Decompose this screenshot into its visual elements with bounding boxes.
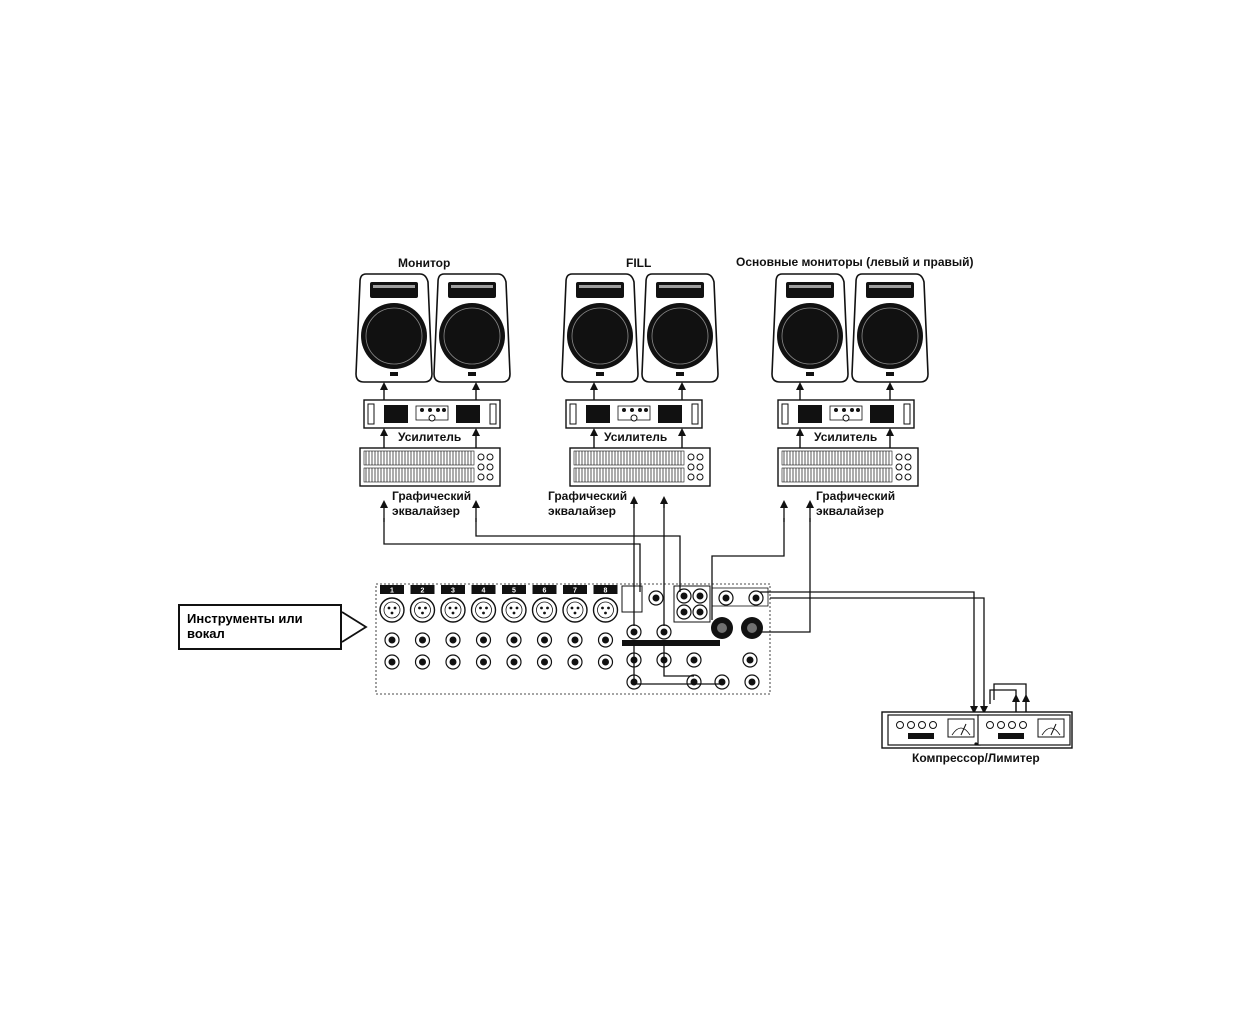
xlr-input — [379, 597, 405, 623]
amp-to-speaker-cables — [380, 382, 894, 448]
channel-number: 6 — [543, 588, 547, 595]
eq-label-main-line2: эквалайзер — [816, 504, 885, 518]
inputs-box: Инструменты или вокал — [178, 604, 342, 650]
channel-header — [441, 585, 465, 594]
xlr-input — [470, 597, 497, 623]
amplifier-label-monitor: Усилитель — [398, 430, 462, 444]
amplifier-label-fill: Усилитель — [604, 430, 668, 444]
main-speakers — [771, 273, 929, 383]
fill-speakers — [561, 273, 719, 383]
channel-header — [532, 585, 557, 594]
monitor-label: Монитор — [398, 256, 451, 270]
eq-label-monitor-line2: эквалайзер — [392, 504, 461, 518]
eq-label-monitor: Графический эквалайзер — [392, 489, 471, 519]
inputs-label-line2: вокал — [187, 626, 225, 641]
channel-number: 1 — [390, 588, 394, 595]
xlr-input — [409, 597, 436, 623]
channel-header — [380, 585, 404, 594]
line-input — [506, 632, 522, 648]
line-input — [445, 632, 461, 648]
channel-number: 4 — [482, 588, 486, 595]
fill-label: FILL — [626, 256, 652, 270]
insert-jack — [414, 654, 431, 670]
eq-label-fill: Графический эквалайзер — [548, 489, 627, 519]
channel-header — [593, 585, 618, 594]
channel-header — [410, 585, 435, 594]
channel-header — [471, 585, 496, 594]
amplifier-label-main: Усилитель — [814, 430, 878, 444]
insert-jack — [536, 654, 553, 670]
line-input — [567, 632, 583, 648]
xlr-input — [562, 597, 588, 623]
line-input — [475, 632, 492, 648]
channel-number: 7 — [573, 588, 577, 595]
channel-number: 8 — [604, 588, 608, 595]
xlr-input — [501, 597, 527, 623]
channel-header — [502, 585, 526, 594]
line-input — [597, 632, 614, 648]
xlr-input — [592, 597, 619, 623]
eq-label-fill-line1: Графический — [548, 489, 628, 503]
inputs-label-line1: Инструменты или — [187, 611, 303, 626]
insert-jack — [384, 654, 400, 670]
insert-jack — [475, 654, 492, 670]
mixer-to-eq-cables — [380, 496, 814, 685]
channel-number: 3 — [451, 588, 455, 595]
line-input — [536, 632, 553, 648]
channel-header — [563, 585, 587, 594]
insert-jack — [445, 654, 461, 670]
compressor-limiter — [881, 711, 1073, 749]
insert-jack — [597, 654, 614, 670]
input-arrow — [341, 611, 368, 643]
amplifier-monitor — [363, 399, 501, 429]
mixer-to-compressor-cables — [760, 591, 1030, 714]
main-monitors-label: Основные мониторы (левый и правый) — [736, 255, 974, 269]
xlr-input — [531, 597, 558, 623]
eq-label-monitor-line1: Графический — [392, 489, 472, 503]
eq-label-main-line1: Графический — [816, 489, 896, 503]
mixer: 1 2 3 4 5 6 7 8 — [375, 583, 771, 695]
eq-label-main: Графический эквалайзер — [816, 489, 895, 519]
compressor-label: Компрессор/Лимитер — [912, 751, 1040, 765]
insert-jack — [506, 654, 522, 670]
monitor-speakers — [355, 273, 511, 383]
channel-number: 2 — [421, 588, 425, 595]
insert-jack — [567, 654, 583, 670]
channel-number: 5 — [512, 588, 516, 595]
line-input — [414, 632, 431, 648]
xlr-input — [440, 597, 466, 623]
amplifier-fill — [565, 399, 703, 429]
line-input — [384, 632, 400, 648]
amplifier-main — [777, 399, 915, 429]
eq-label-fill-line2: эквалайзер — [548, 504, 617, 518]
